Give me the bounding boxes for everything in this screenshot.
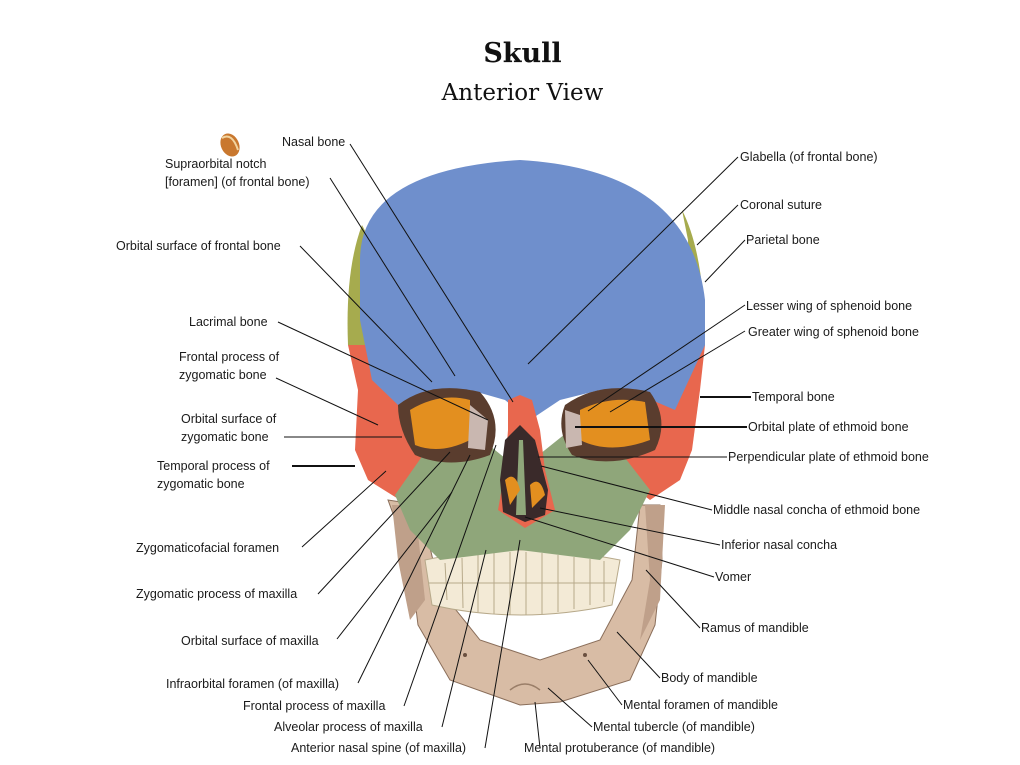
label-frontal-process-zygomatic-2: zygomatic bone xyxy=(179,368,267,382)
label-alveolar-process-maxilla: Alveolar process of maxilla xyxy=(274,720,423,734)
labels-left: Nasal bone Supraorbital notch [foramen] … xyxy=(116,135,466,755)
label-orbital-surface-zygomatic-1: Orbital surface of xyxy=(181,412,277,426)
shell-icon xyxy=(220,133,240,157)
label-mental-foramen: Mental foramen of mandible xyxy=(623,698,778,712)
label-orbital-plate-ethmoid: Orbital plate of ethmoid bone xyxy=(748,420,909,434)
leader-lines-right xyxy=(524,156,751,749)
label-supraorbital-foramen: [foramen] (of frontal bone) xyxy=(165,175,310,189)
label-perpendicular-plate-ethmoid: Perpendicular plate of ethmoid bone xyxy=(728,450,929,464)
leader-lines-left xyxy=(275,143,521,749)
label-temporal-process-zygomatic-1: Temporal process of xyxy=(157,459,270,473)
label-frontal-process-zygomatic-1: Frontal process of xyxy=(179,350,280,364)
label-coronal-suture: Coronal suture xyxy=(740,198,822,212)
label-zygomaticofacial-foramen: Zygomaticofacial foramen xyxy=(136,541,279,555)
label-glabella: Glabella (of frontal bone) xyxy=(740,150,878,164)
diagram-subtitle: Anterior View xyxy=(441,80,604,106)
label-anterior-nasal-spine: Anterior nasal spine (of maxilla) xyxy=(291,741,466,755)
label-orbital-surface-zygomatic-2: zygomatic bone xyxy=(181,430,269,444)
ramus-shading xyxy=(640,505,665,640)
label-zygomatic-process-maxilla: Zygomatic process of maxilla xyxy=(136,587,297,601)
label-inferior-nasal-concha: Inferior nasal concha xyxy=(721,538,837,552)
label-lacrimal-bone: Lacrimal bone xyxy=(189,315,268,329)
label-supraorbital-notch: Supraorbital notch xyxy=(165,157,267,171)
teeth xyxy=(424,549,621,616)
label-mental-tubercle: Mental tubercle (of mandible) xyxy=(593,720,755,734)
label-temporal-process-zygomatic-2: zygomatic bone xyxy=(157,477,245,491)
label-frontal-process-maxilla: Frontal process of maxilla xyxy=(243,699,385,713)
label-temporal-bone: Temporal bone xyxy=(752,390,835,404)
nasal-aperture xyxy=(498,395,555,528)
diagram-title: Skull xyxy=(483,38,562,69)
label-infraorbital-foramen: Infraorbital foramen (of maxilla) xyxy=(166,677,339,691)
label-body-mandible: Body of mandible xyxy=(661,671,758,685)
label-nasal-bone: Nasal bone xyxy=(282,135,345,149)
label-orbital-surface-frontal: Orbital surface of frontal bone xyxy=(116,239,281,253)
orbit-right xyxy=(561,388,662,462)
label-lesser-wing-sphenoid: Lesser wing of sphenoid bone xyxy=(746,299,912,313)
frontal-bone xyxy=(360,160,705,420)
label-mental-protuberance: Mental protuberance (of mandible) xyxy=(524,741,715,755)
label-greater-wing-sphenoid: Greater wing of sphenoid bone xyxy=(748,325,919,339)
label-vomer: Vomer xyxy=(715,570,751,584)
labels-right: Glabella (of frontal bone) Coronal sutur… xyxy=(524,150,929,755)
label-parietal-bone: Parietal bone xyxy=(746,233,820,247)
label-ramus-mandible: Ramus of mandible xyxy=(701,621,809,635)
label-orbital-surface-maxilla: Orbital surface of maxilla xyxy=(181,634,319,648)
label-middle-nasal-concha: Middle nasal concha of ethmoid bone xyxy=(713,503,920,517)
orbit-left xyxy=(398,388,496,463)
zygomatic-left xyxy=(348,345,440,500)
